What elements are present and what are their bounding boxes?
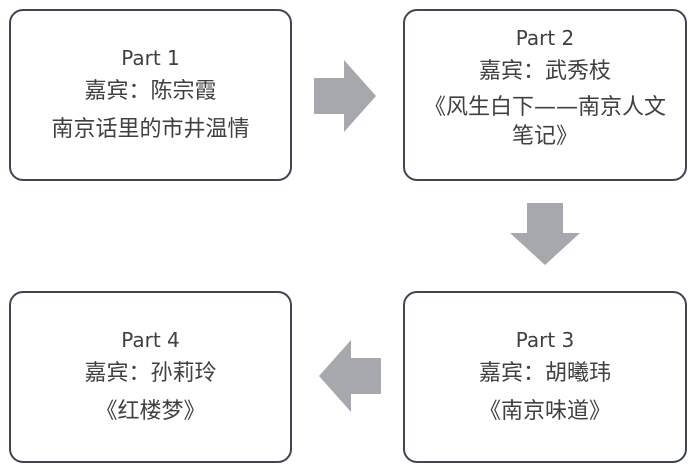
part-4-guest: 嘉宾：孙莉玲 xyxy=(84,361,217,386)
part-4-topic: 《红楼梦》 xyxy=(95,399,206,424)
part-4-title: Part 4 xyxy=(121,328,180,352)
arrow-down-icon xyxy=(510,203,580,265)
part-2-topic: 《风生白下——南京人文笔记》 xyxy=(423,95,666,149)
part-1-box: Part 1 嘉宾：陈宗霞 南京话里的市井温情 xyxy=(9,9,292,181)
part-1-title: Part 1 xyxy=(121,46,180,70)
part-3-title: Part 3 xyxy=(515,328,575,352)
part-2-guest: 嘉宾：武秀枝 xyxy=(478,59,611,84)
part-4-box: Part 4 嘉宾：孙莉玲 《红楼梦》 xyxy=(9,291,292,463)
part-1-topic: 南京话里的市井温情 xyxy=(51,117,250,142)
part-3-guest: 嘉宾：胡曦玮 xyxy=(478,361,611,386)
part-2-box: Part 2 嘉宾：武秀枝 《风生白下——南京人文笔记》 xyxy=(403,9,687,181)
arrow-left-icon xyxy=(317,340,381,412)
part-1-guest: 嘉宾：陈宗霞 xyxy=(84,79,217,104)
part-2-title: Part 2 xyxy=(515,26,575,50)
part-3-box: Part 3 嘉宾：胡曦玮 《南京味道》 xyxy=(403,291,687,463)
part-3-topic: 《南京味道》 xyxy=(478,399,611,424)
arrow-right-icon xyxy=(314,60,378,132)
